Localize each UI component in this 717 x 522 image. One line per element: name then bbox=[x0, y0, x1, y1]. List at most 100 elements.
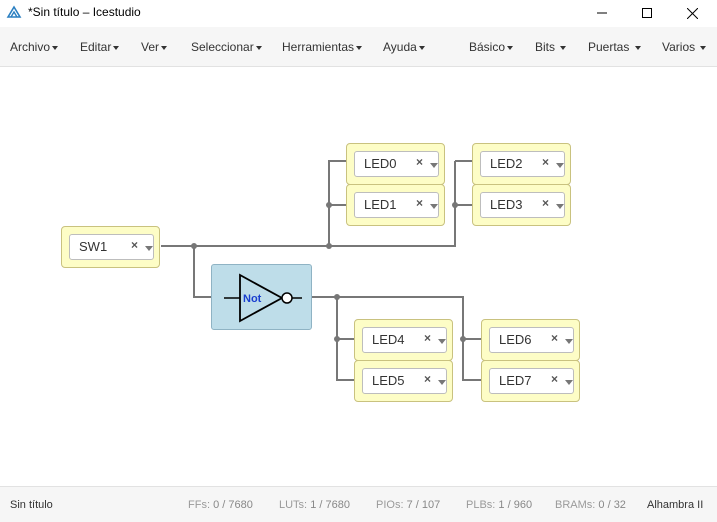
wire bbox=[161, 204, 472, 247]
minimize-button[interactable] bbox=[579, 0, 625, 26]
wire bbox=[336, 297, 354, 381]
wire-junction bbox=[334, 294, 340, 300]
close-icon bbox=[686, 7, 698, 19]
status-brams: BRAMs: 0 / 32 bbox=[555, 499, 626, 511]
status-ffs: FFs: 0 / 7680 bbox=[188, 499, 253, 511]
minimize-icon bbox=[597, 12, 607, 14]
pin-selector[interactable]: LED2 × bbox=[480, 151, 565, 177]
block-label: LED0 bbox=[364, 156, 397, 171]
dropdown-arrow-icon[interactable] bbox=[565, 380, 573, 385]
status-board[interactable]: Alhambra II bbox=[647, 499, 704, 511]
output-block-led6[interactable]: LED6 × bbox=[481, 319, 580, 361]
remove-icon[interactable]: × bbox=[416, 155, 424, 169]
pin-selector[interactable]: LED7 × bbox=[489, 368, 574, 394]
gate-label: Not bbox=[243, 293, 262, 305]
status-filename: Sin título bbox=[10, 499, 53, 511]
remove-icon[interactable]: × bbox=[551, 331, 559, 345]
pin-selector[interactable]: LED3 × bbox=[480, 192, 565, 218]
caret-down-icon bbox=[52, 45, 59, 50]
menu-puertas[interactable]: Puertas bbox=[588, 27, 641, 67]
block-label: LED4 bbox=[372, 332, 405, 347]
status-plbs: PLBs: 1 / 960 bbox=[466, 499, 533, 511]
pin-selector[interactable]: LED0 × bbox=[354, 151, 439, 177]
wires-layer bbox=[161, 160, 481, 381]
pin-selector[interactable]: LED6 × bbox=[489, 327, 574, 353]
output-block-led1[interactable]: LED1 × bbox=[346, 184, 445, 226]
title-bar: *Sin título – Icestudio bbox=[0, 0, 717, 26]
icestudio-logo-icon bbox=[6, 5, 22, 18]
block-label: SW1 bbox=[79, 239, 108, 254]
wire-junction bbox=[326, 243, 332, 249]
caret-down-icon bbox=[507, 45, 514, 50]
remove-icon[interactable]: × bbox=[551, 372, 559, 386]
menu-ver[interactable]: Ver bbox=[141, 27, 168, 67]
block-label: LED1 bbox=[364, 197, 397, 212]
menu-bar: Archivo Editar Ver Seleccionar Herramien… bbox=[0, 27, 717, 67]
menu-herramientas[interactable]: Herramientas bbox=[282, 27, 363, 67]
dropdown-arrow-icon[interactable] bbox=[430, 204, 438, 209]
block-label: LED7 bbox=[499, 373, 532, 388]
status-luts: LUTs: 1 / 7680 bbox=[279, 499, 350, 511]
menu-editar[interactable]: Editar bbox=[80, 27, 120, 67]
menu-seleccionar[interactable]: Seleccionar bbox=[191, 27, 262, 67]
remove-icon[interactable]: × bbox=[542, 196, 550, 210]
block-label: LED6 bbox=[499, 332, 532, 347]
maximize-button[interactable] bbox=[624, 0, 670, 26]
window-title: *Sin título – Icestudio bbox=[28, 5, 141, 19]
design-canvas[interactable]: SW1 × LED0 × LED1 × LED2 × bbox=[0, 68, 717, 486]
menu-varios[interactable]: Varios bbox=[662, 27, 707, 67]
block-label: LED5 bbox=[372, 373, 405, 388]
output-block-led5[interactable]: LED5 × bbox=[354, 360, 453, 402]
block-label: LED3 bbox=[490, 197, 523, 212]
caret-down-icon bbox=[560, 45, 567, 50]
remove-icon[interactable]: × bbox=[424, 331, 432, 345]
wire bbox=[193, 246, 211, 298]
wire-junction bbox=[460, 336, 466, 342]
pin-selector[interactable]: LED1 × bbox=[354, 192, 439, 218]
not-gate-block[interactable]: Not bbox=[211, 264, 312, 330]
menu-bits[interactable]: Bits bbox=[535, 27, 567, 67]
remove-icon[interactable]: × bbox=[131, 238, 139, 252]
pin-selector[interactable]: LED4 × bbox=[362, 327, 447, 353]
status-pios: PIOs: 7 / 107 bbox=[376, 499, 441, 511]
output-block-led7[interactable]: LED7 × bbox=[481, 360, 580, 402]
wire-junction bbox=[326, 202, 332, 208]
dropdown-arrow-icon[interactable] bbox=[556, 163, 564, 168]
dropdown-arrow-icon[interactable] bbox=[430, 163, 438, 168]
wire-junction bbox=[452, 202, 458, 208]
output-block-led4[interactable]: LED4 × bbox=[354, 319, 453, 361]
wire-junction bbox=[334, 336, 340, 342]
output-block-led2[interactable]: LED2 × bbox=[472, 143, 571, 185]
remove-icon[interactable]: × bbox=[424, 372, 432, 386]
caret-down-icon bbox=[161, 45, 168, 50]
pin-selector[interactable]: SW1 × bbox=[69, 234, 154, 260]
menu-basico[interactable]: Básico bbox=[469, 27, 514, 67]
dropdown-arrow-icon[interactable] bbox=[438, 339, 446, 344]
dropdown-arrow-icon[interactable] bbox=[438, 380, 446, 385]
status-bar: Sin título FFs: 0 / 7680 LUTs: 1 / 7680 … bbox=[0, 486, 717, 522]
input-block-sw1[interactable]: SW1 × bbox=[61, 226, 160, 268]
caret-down-icon bbox=[418, 45, 425, 50]
caret-down-icon bbox=[634, 45, 641, 50]
output-block-led3[interactable]: LED3 × bbox=[472, 184, 571, 226]
menu-ayuda[interactable]: Ayuda bbox=[383, 27, 425, 67]
maximize-icon bbox=[642, 8, 652, 18]
dropdown-arrow-icon[interactable] bbox=[556, 204, 564, 209]
close-button[interactable] bbox=[669, 0, 715, 26]
caret-down-icon bbox=[113, 45, 120, 50]
caret-down-icon bbox=[700, 45, 707, 50]
not-gate-icon: Not bbox=[224, 273, 302, 323]
remove-icon[interactable]: × bbox=[542, 155, 550, 169]
menu-archivo[interactable]: Archivo bbox=[10, 27, 59, 67]
wire bbox=[328, 160, 346, 246]
caret-down-icon bbox=[356, 45, 363, 50]
dropdown-arrow-icon[interactable] bbox=[565, 339, 573, 344]
output-block-led0[interactable]: LED0 × bbox=[346, 143, 445, 185]
block-label: LED2 bbox=[490, 156, 523, 171]
dropdown-arrow-icon[interactable] bbox=[145, 246, 153, 251]
caret-down-icon bbox=[255, 45, 262, 50]
wire-junction bbox=[191, 243, 197, 249]
pin-selector[interactable]: LED5 × bbox=[362, 368, 447, 394]
remove-icon[interactable]: × bbox=[416, 196, 424, 210]
